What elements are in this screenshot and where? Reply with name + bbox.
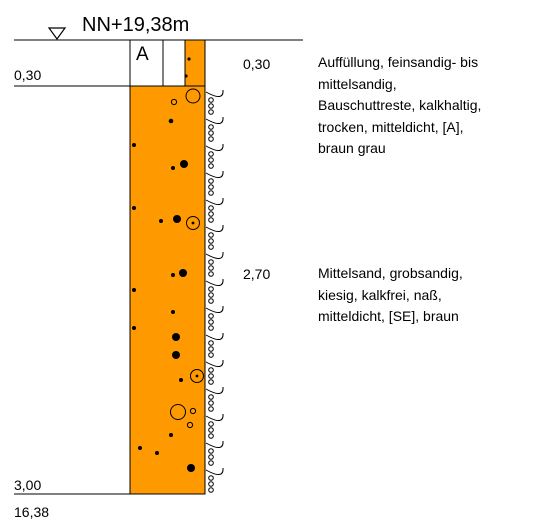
wet-arc [205,278,224,286]
wet-arc [205,170,224,178]
gravel-circle-dot [191,221,195,225]
surface-elevation-label: NN+19,38m [82,14,190,36]
depth-label-middle-right: 2,70 [243,266,271,282]
wet-small-circle [208,136,214,142]
wet-small-circle [208,124,214,130]
wet-small-circle [208,298,214,304]
wet-arc [205,143,224,151]
wet-small-circle [208,367,214,373]
wet-small-circle [208,151,214,157]
depth-label-top-left: 0,30 [14,67,42,83]
wet-small-circle [208,448,214,454]
layer-code-a: A [136,44,149,65]
wet-small-circle [208,460,214,466]
wet-arc [205,413,224,421]
wet-arc [205,440,224,448]
wet-arc [205,359,224,367]
wet-arc [205,224,224,232]
fill-dot [187,57,191,61]
wet-small-circle [208,394,214,400]
wet-small-circle [208,244,214,250]
fill-layer-orange-strip [184,39,206,87]
wet-arc [205,467,224,475]
wet-arc [205,305,224,313]
wet-arc [205,332,224,340]
wet-small-circle [208,475,214,481]
wet-small-circle [208,421,214,427]
wet-small-circle [208,163,214,169]
sand-dots [132,118,195,472]
wet-small-circle [208,238,214,244]
wet-small-circle [208,292,214,298]
gravel-circle [185,88,201,104]
wet-arc [205,386,224,394]
wet-small-circle [208,130,214,136]
wet-small-circle [208,217,214,223]
wet-small-circle [208,205,214,211]
gravel-circle-dotted [186,216,200,230]
wet-small-circle [208,97,214,103]
wet-small-circle [208,481,214,487]
wet-small-circle [208,286,214,292]
gravel-circle-small [186,421,194,429]
wet-small-circle [208,319,214,325]
wet-small-circle [208,232,214,238]
sand-layer-column [129,85,206,495]
wet-small-circle [208,373,214,379]
wet-small-circle [208,190,214,196]
gravel-circle-dotted [190,369,204,383]
wet-small-circle [208,313,214,319]
wet-small-circle [208,265,214,271]
wet-small-circle [208,346,214,352]
wet-small-circle [208,454,214,460]
wet-small-circle [208,178,214,184]
depth-label-top-right: 0,30 [243,56,271,72]
wet-arc [205,251,224,259]
wet-small-circle [208,325,214,331]
gravel-circle [170,404,186,420]
wet-small-circle [208,379,214,385]
wet-small-circle [208,109,214,115]
wet-small-circle [208,433,214,439]
gravel-circle-small [170,98,178,106]
fill-dot [184,74,188,78]
wet-small-circle [208,184,214,190]
layer-description-fill: Auffüllung, feinsandig- bis mittelsandig… [318,54,482,156]
wet-small-circle [208,352,214,358]
wet-small-circle [208,157,214,163]
layer-description-sand: Mittelsand, grobsandig, kiesig, kalkfrei… [318,265,463,324]
gravel-circle-small [189,407,197,415]
depth-label-bottom-left: 3,00 [14,477,42,493]
wet-small-circle [208,406,214,412]
wet-arc [205,116,224,124]
groundwater-triangle-icon [47,27,67,41]
wet-arc [205,197,224,205]
wet-small-circle [208,400,214,406]
gravel-circle-dot [195,374,199,378]
wet-arc [205,89,224,97]
wet-small-circle [208,211,214,217]
wet-small-circle [208,271,214,277]
bottom-elevation-label: 16,38 [14,504,50,520]
wet-small-circle [208,487,214,493]
wet-small-circle [208,427,214,433]
wet-soil-symbol-column [205,89,224,493]
wet-small-circle [208,340,214,346]
wet-small-circle [208,103,214,109]
wet-small-circle [208,259,214,265]
